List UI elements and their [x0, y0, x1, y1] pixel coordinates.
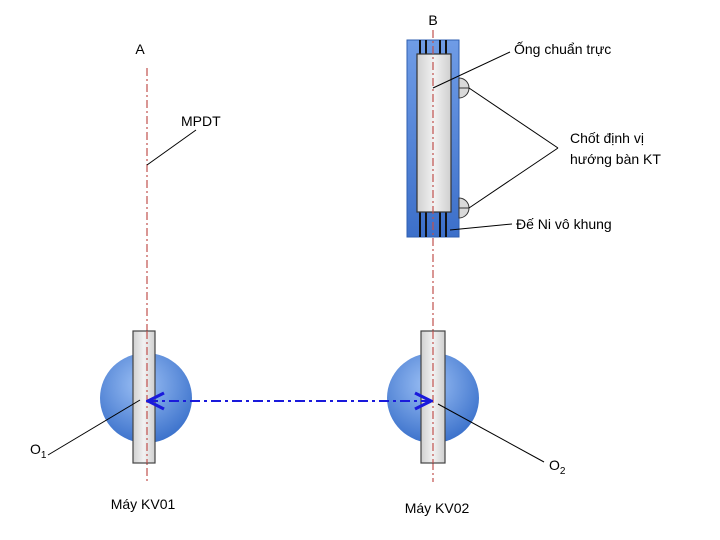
leader-tube [432, 51, 511, 89]
leader-o1 [47, 399, 141, 456]
label-o1: O1 [30, 441, 47, 461]
leader-pin-top [468, 87, 559, 149]
machine-kv01-tube [132, 330, 156, 464]
label-mpdt: MPDT [181, 113, 221, 129]
label-o1-main: O [30, 441, 41, 457]
leader-pin-bottom [468, 147, 559, 209]
label-machine-kv01: Máy KV01 [111, 496, 176, 512]
label-o1-sub: 1 [41, 450, 47, 461]
label-point-a: A [135, 41, 145, 57]
label-o2: O2 [549, 457, 566, 477]
leader-base [449, 223, 513, 231]
label-base: Đế Ni vô khung [516, 216, 612, 232]
locating-pin-bottom [458, 197, 470, 219]
leader-mpdt [146, 129, 197, 166]
leader-o2 [437, 403, 545, 463]
machine-kv01 [100, 330, 192, 464]
machine-kv02 [387, 330, 479, 464]
locating-pin-top [458, 77, 470, 99]
label-pin-line2: hướng bàn KT [570, 151, 661, 167]
label-pin-line1: Chốt định vị [570, 130, 644, 146]
label-tube: Ống chuẩn trực [514, 40, 611, 57]
leader-lines [47, 51, 559, 463]
label-point-b: B [428, 12, 437, 28]
label-o2-sub: 2 [560, 466, 566, 477]
base-station-b [406, 39, 470, 238]
collimator-tube [416, 53, 452, 213]
label-machine-kv02: Máy KV02 [405, 500, 470, 516]
label-o2-main: O [549, 457, 560, 473]
